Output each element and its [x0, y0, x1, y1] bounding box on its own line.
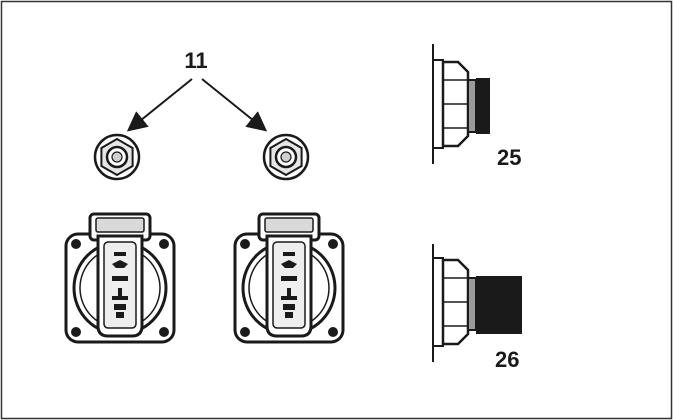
arrow-left — [126, 78, 193, 132]
label-25: 25 — [497, 145, 521, 170]
connector-26 — [432, 244, 522, 362]
circuit-breaker-right — [262, 133, 310, 181]
socket-right — [233, 212, 345, 344]
label-26: 26 — [495, 347, 519, 372]
label-11: 11 — [184, 48, 207, 73]
circuit-breaker-left — [93, 133, 141, 181]
socket-left — [64, 212, 176, 344]
connector-25 — [432, 44, 490, 164]
arrow-right — [201, 78, 268, 132]
